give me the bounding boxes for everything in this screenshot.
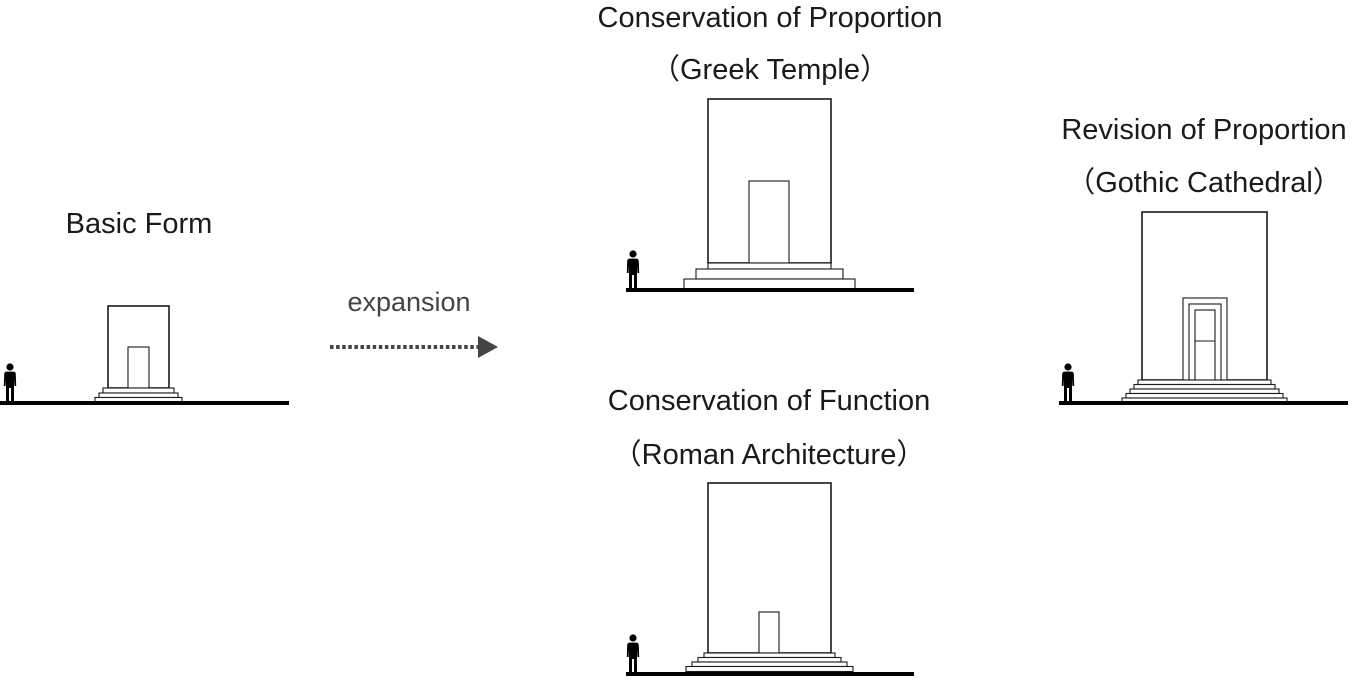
basic-form-door [127, 346, 150, 389]
roman-architecture-group: Conservation of Function （Roman Architec… [608, 385, 930, 676]
greek-temple-step [707, 262, 832, 270]
roman-architecture-door [758, 611, 780, 654]
gothic-cathedral-step [1125, 392, 1284, 399]
greek-temple-building [683, 98, 856, 290]
gothic-cathedral-step [1133, 383, 1276, 390]
basic-form-step [102, 387, 175, 394]
roman-architecture-subtitle: （Roman Architecture） [613, 439, 926, 471]
person-silhouette-icon [626, 250, 640, 290]
roman-architecture-step [691, 661, 848, 668]
gothic-cathedral-step [1137, 379, 1272, 386]
basic-form-title: Basic Form [66, 208, 213, 240]
gothic-cathedral-step [1129, 388, 1280, 395]
roman-architecture-step [697, 656, 842, 663]
expansion-arrow-group: expansion [330, 287, 498, 358]
roman-architecture-step [703, 652, 836, 659]
person-silhouette-icon [3, 363, 17, 403]
gothic-cathedral-title: Revision of Proportion [1061, 114, 1346, 146]
person-silhouette-icon [1061, 363, 1075, 403]
gothic-cathedral-subtitle: （Gothic Cathedral） [1066, 167, 1342, 199]
greek-temple-subtitle: （Greek Temple） [651, 54, 889, 86]
gothic-cathedral-group: Revision of Proportion （Gothic Cathedral… [1059, 114, 1348, 405]
gothic-cathedral-door [1194, 309, 1216, 381]
arrow-right-icon [478, 336, 498, 358]
greek-temple-group: Conservation of Proportion （Greek Temple… [598, 2, 943, 292]
greek-temple-door [748, 180, 790, 264]
person-silhouette-icon [626, 634, 640, 674]
roman-architecture-step [685, 665, 854, 673]
expansion-label: expansion [347, 287, 470, 317]
roman-architecture-building [685, 482, 854, 673]
greek-temple-step [695, 268, 844, 280]
gothic-cathedral-building [1121, 211, 1288, 403]
basic-form-group: Basic Form [0, 208, 289, 405]
roman-architecture-title: Conservation of Function [608, 385, 930, 417]
greek-temple-title: Conservation of Proportion [598, 2, 943, 34]
basic-form-step [98, 392, 179, 399]
basic-form-building [94, 305, 183, 403]
greek-temple-step [683, 278, 856, 290]
